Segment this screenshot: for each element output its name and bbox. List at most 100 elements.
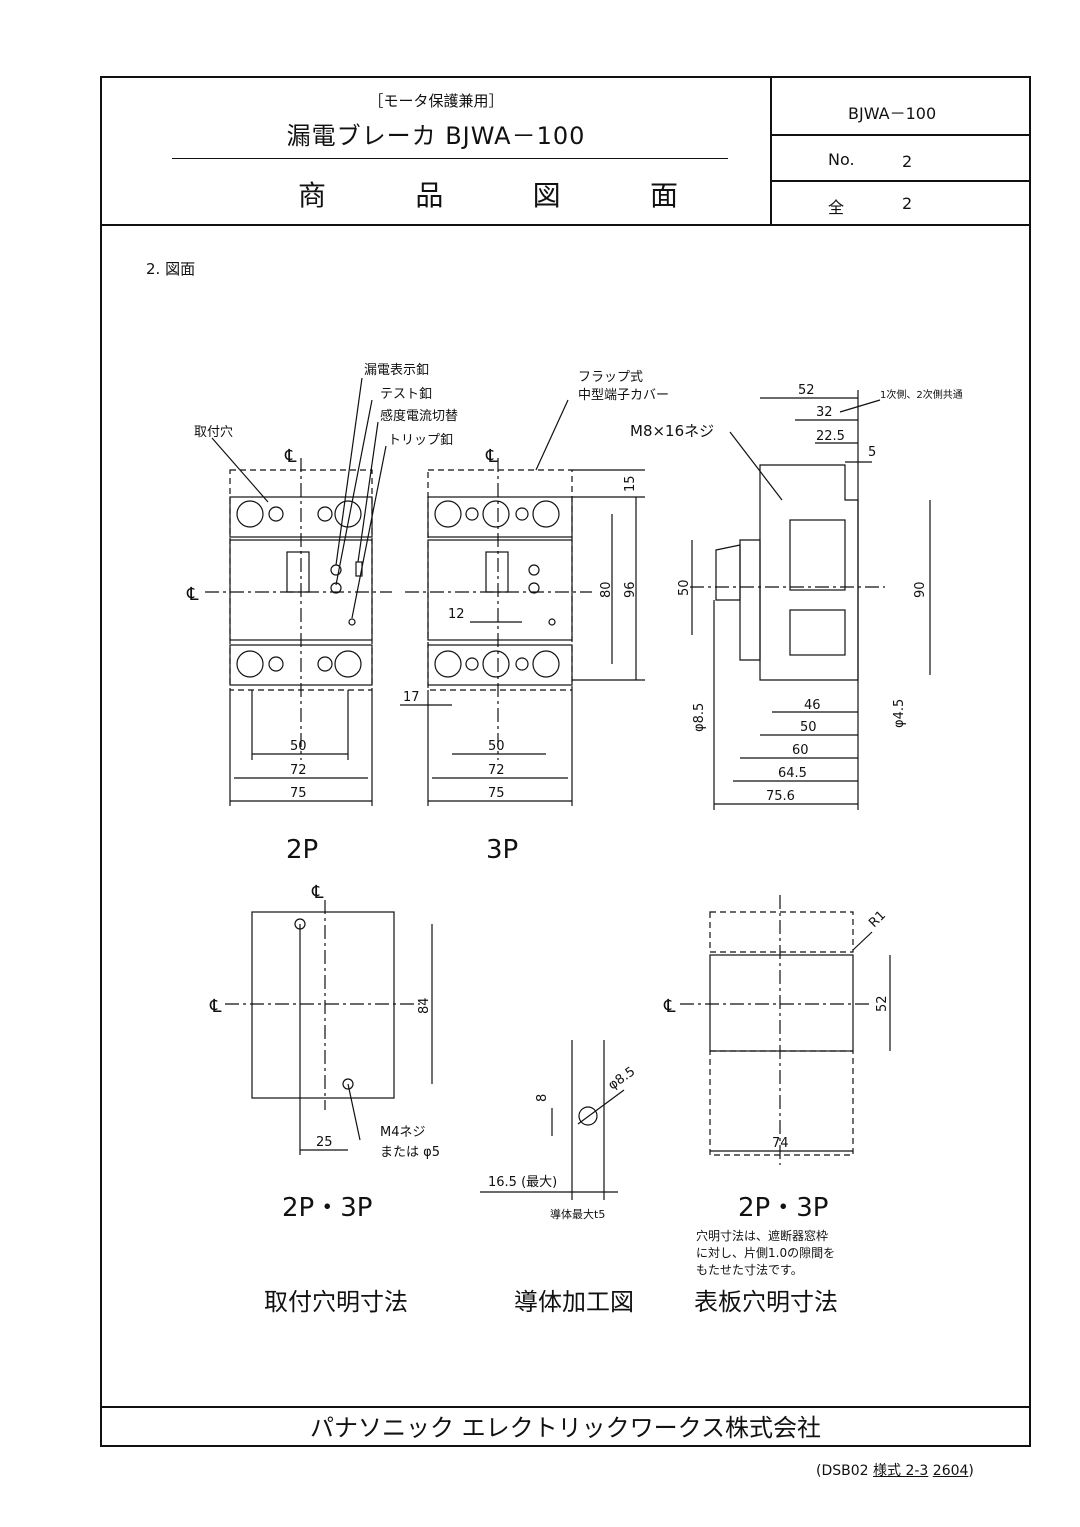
mount-hole-bottom [342, 1078, 354, 1090]
dim-side-90: 90 [913, 581, 928, 598]
dim-panel-52: 52 [875, 995, 890, 1012]
dim-side-64-5: 64.5 [778, 766, 807, 781]
form-code-number: 2604 [932, 1463, 969, 1479]
label-mount: 2P・3P [282, 1193, 372, 1223]
mount-hole-icon [268, 506, 284, 522]
leader-line [729, 431, 783, 501]
doc-type-char: 品 [415, 179, 444, 212]
terminal-hole [465, 657, 479, 671]
centerline-mark: ℄ [186, 584, 199, 605]
terminal-hole [317, 656, 333, 672]
panel-cutout [709, 954, 854, 1052]
form-code: (DSB02 様式 2-3 2604) [816, 1460, 974, 1480]
terminal-screw [334, 650, 362, 678]
dim-conductor-8: 8 [535, 1094, 550, 1102]
dim-3p-80: 80 [599, 581, 614, 598]
terminal-screw [434, 650, 462, 678]
side-outline [759, 464, 859, 681]
terminal-hole [465, 507, 479, 521]
leader-line [351, 445, 387, 619]
leader-line [852, 931, 873, 951]
doc-type-char: 面 [649, 179, 678, 212]
side-handle-base [739, 539, 761, 661]
dim-2p-50: 50 [290, 739, 307, 754]
doc-type-char: 商 [298, 179, 327, 212]
mount-screw-note-2: または φ5 [380, 1145, 440, 1160]
dim-conductor-16-5: 16.5 (最大) [488, 1175, 557, 1190]
dim-side-60: 60 [792, 743, 809, 758]
callout-trip-button: トリップ釦 [388, 432, 453, 448]
leak-indicator-button [528, 564, 540, 576]
conductor-hole [578, 1106, 598, 1126]
sheet-no-label: No. [828, 150, 855, 169]
centerline-mark: ℄ [485, 446, 498, 467]
centerline-mark: ℄ [209, 996, 222, 1017]
leader-line [347, 1083, 361, 1141]
title-divider [172, 158, 728, 159]
front-view-2p [205, 377, 392, 806]
callout-sensitivity: 感度電流切替 [380, 408, 458, 424]
terminal-block-bottom-3p [427, 644, 573, 686]
leader-line [535, 399, 569, 471]
trip-button [548, 618, 556, 626]
panel-note-3: もたせた寸法です。 [696, 1263, 803, 1277]
dim-mount-84: 84 [417, 997, 432, 1014]
callout-test-button: テスト釦 [380, 386, 432, 402]
dim-panel-74: 74 [772, 1136, 789, 1151]
terminal-hole [515, 657, 529, 671]
title-block: ［モータ保護兼用］ 漏電ブレーカ BJWA－100 商 品 図 面 BJWA－1… [102, 78, 1029, 226]
dim-mount-25: 25 [316, 1135, 333, 1150]
panel-note-1: 穴明寸法は、遮断器窓枠 [696, 1228, 828, 1243]
outline-3p [427, 469, 573, 691]
dim-3p-15: 15 [623, 475, 638, 492]
model-number: BJWA－100 [848, 104, 937, 123]
terminal-block-top-3p [427, 496, 573, 538]
mounting-outline [251, 911, 395, 1099]
form-code-pre: (DSB02 [816, 1463, 873, 1479]
toggle-handle-2p [286, 551, 310, 593]
dim-side-50b: 50 [800, 720, 817, 735]
dim-side-52: 52 [798, 383, 815, 398]
mount-screw-note-1: M4ネジ [380, 1125, 426, 1140]
drawing-frame: ［モータ保護兼用］ 漏電ブレーカ BJWA－100 商 品 図 面 BJWA－1… [100, 76, 1031, 1447]
terminal-hole [515, 507, 529, 521]
conductor-note: 導体最大t5 [550, 1207, 605, 1221]
title-block-left: ［モータ保護兼用］ 漏電ブレーカ BJWA－100 商 品 図 面 [102, 78, 772, 224]
side-terminal-top [789, 519, 846, 591]
panel-outline-bottom [709, 1050, 854, 1156]
dim-3p-17: 17 [403, 690, 420, 705]
dim-2p-72: 72 [290, 763, 307, 778]
conductor-view [480, 1040, 625, 1200]
leader-line [335, 377, 363, 566]
test-button [528, 582, 540, 594]
dim-side-phi8-5: φ8.5 [692, 703, 707, 732]
dim-side-46: 46 [804, 698, 821, 713]
terminal-screw [236, 500, 264, 528]
sheet-no-cell: No. 2 [772, 136, 1029, 182]
dim-side-32: 32 [816, 405, 833, 420]
dim-side-22-5: 22.5 [816, 429, 845, 444]
dim-conductor-phi: φ8.5 [606, 1064, 639, 1093]
sheet-no-value: 2 [902, 152, 913, 171]
label-panel: 2P・3P [738, 1193, 828, 1223]
dim-3p-72: 72 [488, 763, 505, 778]
panel-note-2: に対し、片側1.0の隙間を [696, 1246, 835, 1260]
model-cell: BJWA－100 [772, 78, 1029, 136]
leader-line [335, 399, 373, 586]
terminal-screw [532, 500, 560, 528]
caption-conductor: 導体加工図 [514, 1288, 634, 1316]
sheet-total-value: 2 [902, 194, 913, 213]
form-code-style: 様式 2-3 [873, 1463, 929, 1479]
dim-side-50: 50 [677, 579, 692, 596]
terminal-hole [268, 656, 284, 672]
trip-button [348, 618, 356, 626]
product-title: 漏電ブレーカ BJWA－100 [286, 122, 586, 150]
leader-line [357, 421, 379, 563]
terminal-screw [532, 650, 560, 678]
terminal-screw [434, 500, 462, 528]
label-2p: 2P [286, 835, 318, 865]
panel-cutout-view [680, 895, 891, 1165]
mounting-hole-view [225, 900, 433, 1155]
